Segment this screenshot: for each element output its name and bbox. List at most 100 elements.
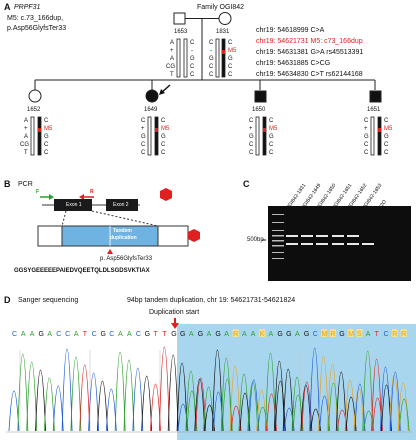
- base-call: G: [39, 331, 44, 338]
- trace-peak: [266, 393, 277, 432]
- base-call: M: [322, 331, 328, 338]
- sanger-subtitle: 94bp tandem duplication, chr 19: 5462173…: [127, 297, 296, 304]
- trace-peak: [220, 357, 232, 432]
- exon-1-label: Exon 1: [66, 202, 82, 208]
- exon-2: [106, 199, 138, 211]
- base-call: C: [136, 331, 141, 338]
- trace-peak: [372, 397, 384, 432]
- id-1649: 1649: [144, 107, 158, 113]
- duplication-region: [177, 324, 416, 440]
- variant-label: p. Asp56GlyfsTer33: [100, 256, 153, 262]
- base-call: A: [366, 331, 371, 338]
- base-call: A: [47, 331, 52, 338]
- trace-peak: [194, 378, 206, 432]
- dup-label-2: duplication: [110, 235, 137, 241]
- id-1651: 1651: [367, 107, 381, 113]
- trace-peak: [123, 359, 135, 432]
- trace-peak: [195, 377, 207, 432]
- id-1831: 1831: [216, 29, 230, 35]
- mutation-line-1: M5: c.73_166dup,: [7, 15, 64, 22]
- base-call: R: [330, 331, 335, 338]
- exon-1: [54, 199, 92, 211]
- base-call: G: [304, 331, 309, 338]
- trace-peak: [61, 348, 73, 432]
- duplication-start-label: Duplication start: [149, 309, 200, 316]
- base-call: M: [348, 331, 354, 338]
- base-call: G: [171, 331, 176, 338]
- marker-500bp: 500bp: [247, 237, 264, 243]
- trace-peak: [132, 367, 144, 432]
- primer-r-label: R: [90, 189, 94, 195]
- trace-peak: [362, 350, 374, 432]
- base-call: A: [127, 331, 132, 338]
- base-call: A: [118, 331, 123, 338]
- panel-label-d: D: [4, 295, 11, 305]
- trace-peak: [354, 383, 366, 432]
- base-call: A: [268, 331, 273, 338]
- base-call: R: [233, 331, 238, 338]
- id-1652: 1652: [27, 107, 41, 113]
- ambiguous-base-highlight: [356, 329, 363, 337]
- base-call: K: [260, 331, 265, 338]
- id-1653: 1653: [174, 29, 188, 35]
- variant-marker: [107, 249, 113, 254]
- duplication-start-arrow: [171, 323, 179, 329]
- base-call: C: [65, 331, 70, 338]
- protein-sequence: GGSYGEEEEEPAIEDVQEETQLDLSGDSVKTIAX: [14, 268, 150, 274]
- trace-peak: [213, 391, 224, 432]
- base-call: S: [357, 331, 362, 338]
- trace-peak: [79, 364, 91, 432]
- trace-peak: [158, 346, 170, 432]
- panel-label-c: C: [243, 179, 250, 189]
- pedigree-child-1649: [145, 89, 159, 103]
- base-call: G: [198, 331, 203, 338]
- trace-peak: [105, 388, 117, 432]
- base-call: G: [145, 331, 150, 338]
- base-call: G: [339, 331, 344, 338]
- trace-peak: [212, 349, 223, 432]
- mutation-line-2: p.Asp56GlyfsTer33: [7, 25, 67, 32]
- base-call: C: [109, 331, 114, 338]
- trace-peak: [389, 371, 401, 432]
- trace-peak: [282, 368, 294, 432]
- base-call: A: [189, 331, 194, 338]
- trace-peak: [353, 387, 365, 432]
- ambiguous-base-highlight: [259, 329, 266, 337]
- sanger-title: Sanger sequencing: [18, 297, 79, 304]
- pedigree-child-1652: [28, 89, 42, 103]
- base-call: A: [207, 331, 212, 338]
- ambiguous-base-highlight: [232, 329, 239, 337]
- base-call: A: [74, 331, 79, 338]
- ambiguous-base-highlight: [347, 329, 354, 337]
- trace-peak: [327, 363, 338, 432]
- trace-peak: [229, 365, 241, 432]
- trace-peak: [35, 369, 46, 432]
- base-call: T: [83, 331, 88, 338]
- trace-peaks: [8, 346, 410, 432]
- base-call: C: [56, 331, 61, 338]
- trace-peak: [141, 375, 153, 432]
- ambiguous-base-highlight: [329, 329, 336, 337]
- exon-2-label: Exon 2: [113, 202, 129, 208]
- base-call: A: [251, 331, 256, 338]
- trace-peak: [371, 358, 383, 432]
- base-call: G: [277, 331, 282, 338]
- trace-peak: [335, 371, 347, 432]
- pedigree-child-1650: [254, 90, 267, 103]
- trace-peak: [26, 361, 38, 432]
- base-call: G: [100, 331, 105, 338]
- base-call: T: [162, 331, 167, 338]
- trace-peak: [380, 366, 391, 432]
- base-call: R: [401, 331, 406, 338]
- base-call: C: [92, 331, 97, 338]
- base-call: C: [383, 331, 388, 338]
- ambiguous-base-highlight: [400, 329, 407, 337]
- base-call: A: [30, 331, 35, 338]
- trace-peak: [43, 377, 55, 432]
- base-call: C: [313, 331, 318, 338]
- primer-f-label: F: [36, 189, 40, 195]
- base-call: A: [295, 331, 300, 338]
- gel-bands: [286, 235, 374, 245]
